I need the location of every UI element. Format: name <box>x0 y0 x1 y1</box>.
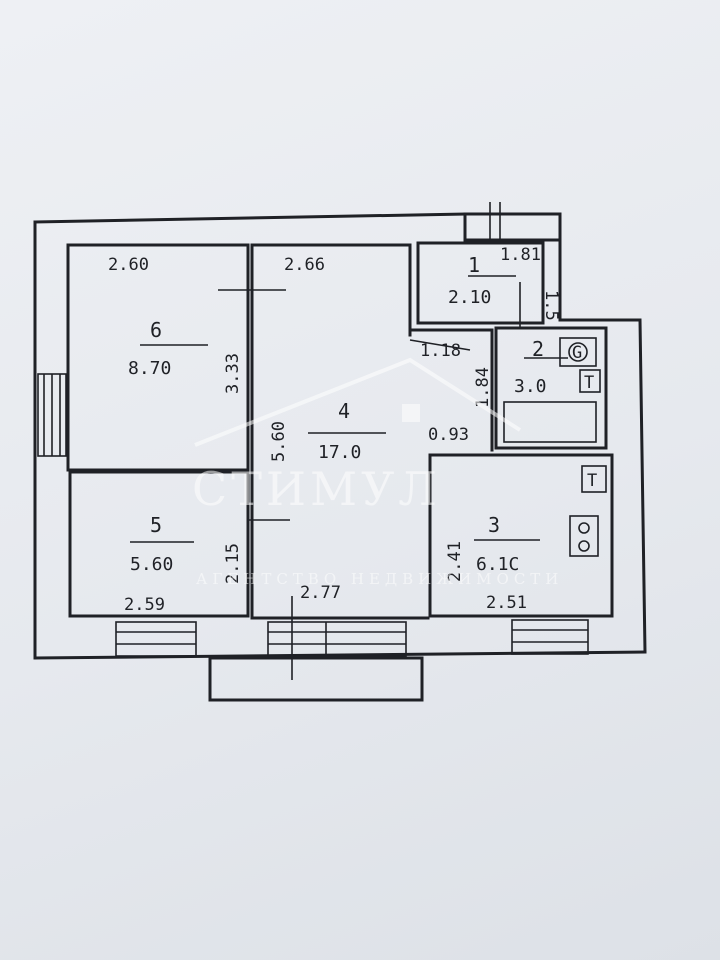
room-4-number: 4 <box>338 399 350 423</box>
dim-corridor-gap: 0.93 <box>428 425 469 445</box>
room-1-area: 2.10 <box>448 287 491 308</box>
dim-room4-height: 5.60 <box>269 421 289 462</box>
dim-room3-height: 2.41 <box>445 541 465 582</box>
room-6-number: 6 <box>150 318 162 342</box>
kitchen-mark-icon: T <box>587 471 597 491</box>
dim-room5-width: 2.59 <box>124 595 165 615</box>
room-5-number: 5 <box>150 513 162 537</box>
room-labels: 6 8.70 5 5.60 4 17.0 1 2.10 2 3.0 3 6.1C <box>128 253 547 575</box>
left-window <box>37 373 67 457</box>
room-6-area: 8.70 <box>128 358 171 379</box>
watermark: СТИМУЛ АГЕНТСТВО НЕДВИЖИМОСТИ <box>192 357 563 588</box>
balcony <box>208 656 424 702</box>
room-4-area: 17.0 <box>318 442 361 463</box>
boiler-icon: G <box>572 343 582 363</box>
dim-room4-width-bottom: 2.77 <box>300 583 341 603</box>
watermark-tagline: АГЕНТСТВО НЕДВИЖИМОСТИ <box>196 570 563 588</box>
room-3-number: 3 <box>488 513 500 537</box>
bottom-windows <box>115 619 589 702</box>
outer-walls <box>33 202 647 660</box>
room-1-number: 1 <box>468 253 480 277</box>
dim-corridor-width: 1.18 <box>420 341 461 361</box>
bath-mark-icon: T <box>584 373 594 393</box>
room-3-area: 6.1C <box>476 554 519 575</box>
fixture-labels: G T T <box>572 343 597 491</box>
watermark-brand: СТИМУЛ <box>192 462 441 516</box>
dim-room1-height: 1.5 <box>541 290 561 321</box>
room-5-area: 5.60 <box>130 554 173 575</box>
dim-room6-width: 2.60 <box>108 255 149 275</box>
dim-room6-height: 3.33 <box>223 353 243 394</box>
dimension-labels: 2.60 3.33 2.66 5.60 2.77 2.59 2.15 1.81 … <box>108 245 561 615</box>
inner-walls <box>66 241 614 620</box>
dimension-ticks <box>130 275 568 680</box>
dim-room4-width-top: 2.66 <box>284 255 325 275</box>
room-2-number: 2 <box>532 337 544 361</box>
dim-room1-width: 1.81 <box>500 245 541 265</box>
dim-room5-height: 2.15 <box>223 543 243 584</box>
dim-corridor-height: 1.84 <box>473 367 493 408</box>
dim-room3-width: 2.51 <box>486 593 527 613</box>
room-2-area: 3.0 <box>514 376 547 397</box>
